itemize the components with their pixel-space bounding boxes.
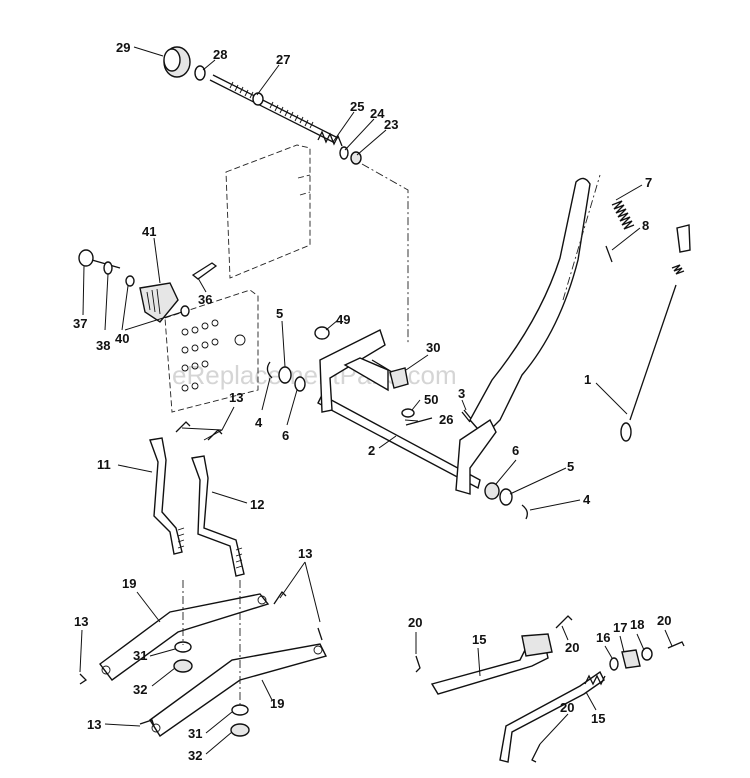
callout-11: 11: [97, 457, 111, 472]
part-11-link: [149, 437, 185, 555]
part-19-lift-arm-upper: [99, 593, 270, 681]
callout-24: 24: [370, 106, 385, 121]
callout-19-lower: 19: [270, 696, 284, 711]
lift-lever-handle: [455, 174, 601, 495]
part-2-lift-shaft: [317, 329, 481, 490]
callout-3: 3: [458, 386, 465, 401]
centerline-rod: [361, 163, 409, 345]
callout-36: 36: [198, 292, 212, 307]
callout-20-a: 20: [408, 615, 422, 630]
part-7-spring: [611, 200, 635, 230]
callout-13-b: 13: [298, 546, 312, 561]
part-25-spring: [317, 130, 343, 147]
callout-4-right: 4: [583, 492, 591, 507]
part-15-rod-lower: [499, 670, 606, 763]
callout-50: 50: [424, 392, 438, 407]
part-31-32-bushings-upper: [173, 641, 193, 673]
callout-15-lower: 15: [591, 711, 605, 726]
part-13-hairpin-upper: [175, 421, 223, 441]
callout-12: 12: [250, 497, 264, 512]
callout-37: 37: [73, 316, 87, 331]
part-8-pin: [605, 245, 613, 263]
part-49-washer: [314, 326, 330, 340]
part-5-bushing-right: [499, 488, 513, 506]
part-5-bushing-left: [278, 366, 292, 384]
part-4-clip-right: [521, 504, 528, 520]
callout-49: 49: [336, 312, 350, 327]
callout-20-c: 20: [657, 613, 671, 628]
callout-32-lower: 32: [188, 748, 202, 763]
callout-41: 41: [142, 224, 156, 239]
callout-29: 29: [116, 40, 130, 55]
callout-17: 17: [613, 620, 627, 635]
callout-13-c: 13: [74, 614, 88, 629]
callout-5-right: 5: [567, 459, 574, 474]
part-40-washer: [125, 275, 190, 317]
callout-18: 18: [630, 617, 644, 632]
part-6-flange-right: [484, 482, 500, 500]
part-29-knob: [163, 46, 191, 78]
callout-15-upper: 15: [472, 632, 486, 647]
part-1-lift-rod: [620, 224, 691, 442]
part-41-index-bracket: [139, 282, 179, 323]
callout-6-right: 6: [512, 443, 519, 458]
callout-7: 7: [645, 175, 652, 190]
callout-40: 40: [115, 331, 129, 346]
callout-13-a: 13: [229, 390, 243, 405]
part-50-washer: [401, 408, 415, 418]
callout-8: 8: [642, 218, 649, 233]
part-36-bracket-clip: [191, 262, 218, 280]
part-15-rod-upper: [430, 633, 553, 695]
part-23-nut: [350, 151, 362, 165]
callout-27: 27: [276, 52, 290, 67]
callout-1: 1: [584, 372, 591, 387]
part-13-hairpins-lower: [79, 590, 323, 727]
part-12-link: [191, 455, 245, 577]
centerline-bushings: [182, 580, 241, 705]
callout-2: 2: [368, 443, 375, 458]
part-17-block: [621, 649, 641, 669]
part-37-bolt: [78, 249, 121, 269]
part-18-nut: [641, 647, 653, 661]
callout-28: 28: [213, 47, 227, 62]
part-24-washer: [339, 146, 349, 160]
part-4-clip-left: [266, 361, 273, 379]
part-19-lift-arm-lower: [149, 643, 328, 737]
callout-16: 16: [596, 630, 610, 645]
callout-6-left: 6: [282, 428, 289, 443]
part-31-32-bushings-lower: [230, 704, 250, 737]
callout-25: 25: [350, 99, 364, 114]
callout-labels: 29 28 27 25 24 23 7 8 41 36 37 38 40 5 4…: [73, 40, 671, 763]
part-30-bolt: [371, 359, 409, 389]
leader-lines: [79, 46, 673, 755]
callout-30: 30: [426, 340, 440, 355]
callout-38: 38: [96, 338, 110, 353]
callout-4-left: 4: [255, 415, 263, 430]
part-38-washer: [103, 261, 113, 275]
callout-5-left: 5: [276, 306, 283, 321]
mount-plate-holes: [181, 319, 246, 392]
callout-20-b: 20: [565, 640, 579, 655]
part-28-washer: [194, 65, 206, 81]
callout-23: 23: [384, 117, 398, 132]
callout-19-upper: 19: [122, 576, 136, 591]
callout-32-upper: 32: [133, 682, 147, 697]
part-20-hairpins: [415, 615, 685, 763]
callout-31-upper: 31: [133, 648, 147, 663]
part-26-pin: [405, 417, 433, 426]
callout-31-lower: 31: [188, 726, 202, 741]
callout-26: 26: [439, 412, 453, 427]
callout-13-d: 13: [87, 717, 101, 732]
part-27-threaded-rod: [209, 74, 339, 144]
frame-panel: [164, 144, 311, 413]
watermark-text: eReplacementParts.com: [172, 360, 457, 390]
part-16-washer: [609, 657, 619, 671]
part-6-flange-left: [294, 376, 306, 392]
callout-20-d: 20: [560, 700, 574, 715]
